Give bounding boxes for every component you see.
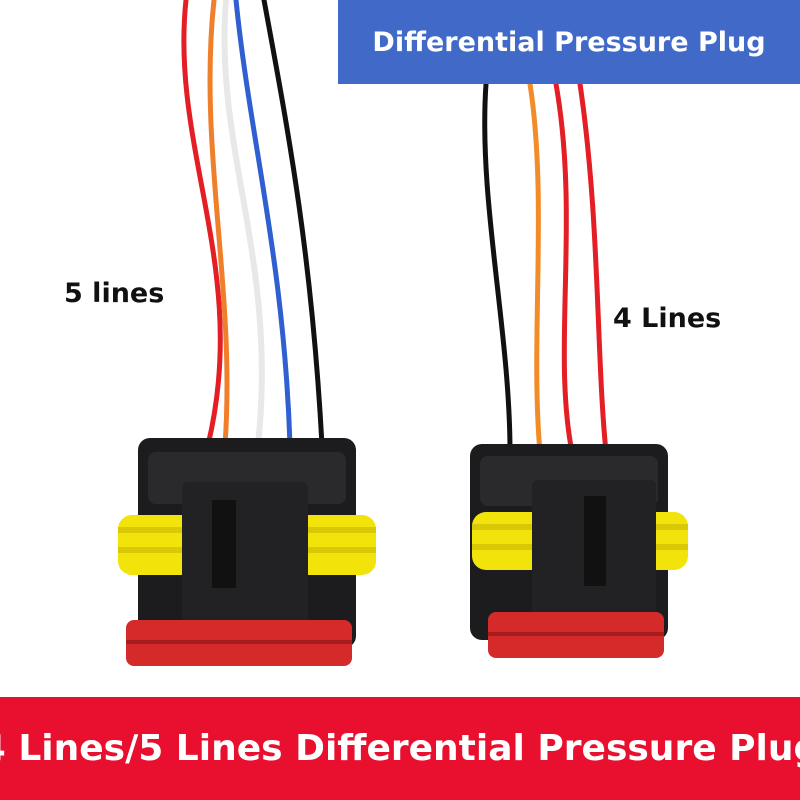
- five-pin-connector: [118, 438, 376, 666]
- four-lines-label: 4 Lines: [613, 303, 722, 334]
- caption-banner: 4 Lines/5 Lines Differential Pressure Pl…: [0, 697, 800, 800]
- four-pin-connector: [470, 444, 688, 658]
- title-banner: Differential Pressure Plug: [338, 0, 800, 84]
- caption-banner-text: 4 Lines/5 Lines Differential Pressure Pl…: [0, 728, 800, 769]
- title-banner-text: Differential Pressure Plug: [372, 26, 766, 58]
- five-line-wires: [181, 0, 325, 448]
- five-lines-label: 5 lines: [64, 278, 165, 309]
- four-line-wires: [482, 81, 609, 455]
